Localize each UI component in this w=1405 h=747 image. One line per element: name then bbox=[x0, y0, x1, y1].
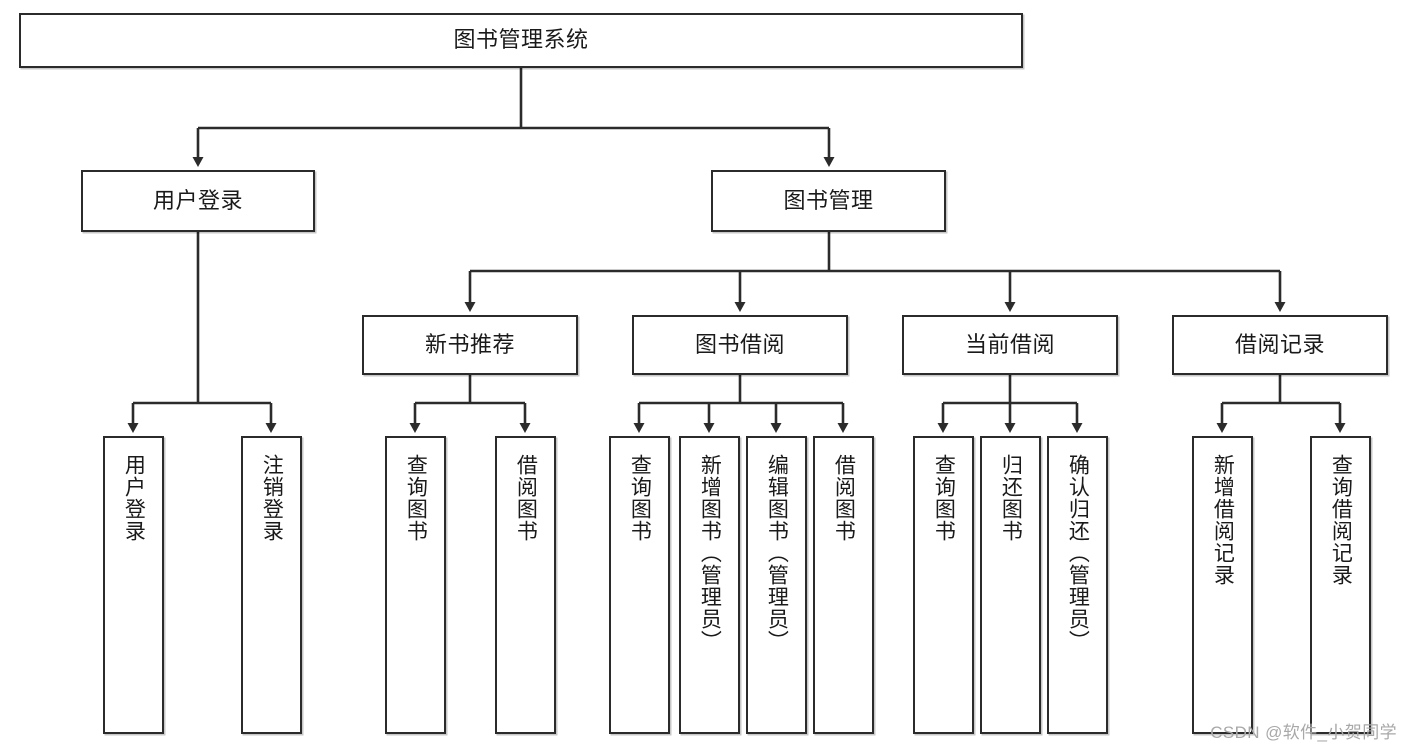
leaf-return-book-label: 归还图书 bbox=[999, 454, 1023, 542]
leaf-query-record[interactable]: 查询借阅记录 bbox=[1310, 436, 1371, 734]
leaf-query-book-1-label: 查询图书 bbox=[404, 454, 428, 542]
watermark: CSDN @软件_小贺同学 bbox=[1210, 723, 1397, 742]
leaf-return-book[interactable]: 归还图书 bbox=[980, 436, 1041, 734]
node-new-book-rec-label: 新书推荐 bbox=[424, 331, 515, 357]
node-book-borrow-label: 图书借阅 bbox=[694, 331, 785, 357]
leaf-add-record[interactable]: 新增借阅记录 bbox=[1192, 436, 1253, 734]
leaf-query-book-1[interactable]: 查询图书 bbox=[385, 436, 446, 734]
node-book-manage[interactable]: 图书管理 bbox=[711, 170, 946, 232]
leaf-edit-book-label: 编辑图书（管理员） bbox=[765, 454, 789, 652]
node-root-label: 图书管理系统 bbox=[453, 27, 589, 53]
node-borrow-record-label: 借阅记录 bbox=[1234, 331, 1325, 357]
leaf-confirm-return[interactable]: 确认归还（管理员） bbox=[1047, 436, 1108, 734]
leaf-borrow-book-1-label: 借阅图书 bbox=[514, 454, 538, 542]
node-book-borrow[interactable]: 图书借阅 bbox=[632, 315, 848, 375]
node-current-borrow-label: 当前借阅 bbox=[964, 331, 1055, 357]
leaf-query-book-3[interactable]: 查询图书 bbox=[913, 436, 974, 734]
leaf-query-book-2[interactable]: 查询图书 bbox=[609, 436, 670, 734]
node-new-book-rec[interactable]: 新书推荐 bbox=[362, 315, 578, 375]
leaf-user-login-label: 用户登录 bbox=[122, 454, 146, 542]
leaf-borrow-book-2[interactable]: 借阅图书 bbox=[813, 436, 874, 734]
leaf-borrow-book-1[interactable]: 借阅图书 bbox=[495, 436, 556, 734]
leaf-add-book[interactable]: 新增图书（管理员） bbox=[679, 436, 740, 734]
node-borrow-record[interactable]: 借阅记录 bbox=[1172, 315, 1388, 375]
leaf-query-record-label: 查询借阅记录 bbox=[1329, 454, 1353, 586]
leaf-add-book-label: 新增图书（管理员） bbox=[698, 454, 722, 652]
leaf-user-logout-label: 注销登录 bbox=[260, 454, 284, 542]
leaf-query-book-2-label: 查询图书 bbox=[628, 454, 652, 542]
node-book-manage-label: 图书管理 bbox=[783, 187, 874, 213]
leaf-borrow-book-2-label: 借阅图书 bbox=[832, 454, 856, 542]
leaf-user-login[interactable]: 用户登录 bbox=[103, 436, 164, 734]
node-current-borrow[interactable]: 当前借阅 bbox=[902, 315, 1118, 375]
leaf-user-logout[interactable]: 注销登录 bbox=[241, 436, 302, 734]
leaf-add-record-label: 新增借阅记录 bbox=[1211, 454, 1235, 586]
leaf-query-book-3-label: 查询图书 bbox=[932, 454, 956, 542]
leaf-confirm-return-label: 确认归还（管理员） bbox=[1066, 454, 1090, 652]
node-root[interactable]: 图书管理系统 bbox=[19, 13, 1023, 68]
leaf-edit-book[interactable]: 编辑图书（管理员） bbox=[746, 436, 807, 734]
node-user-login-label: 用户登录 bbox=[152, 187, 243, 213]
node-user-login[interactable]: 用户登录 bbox=[81, 170, 315, 232]
